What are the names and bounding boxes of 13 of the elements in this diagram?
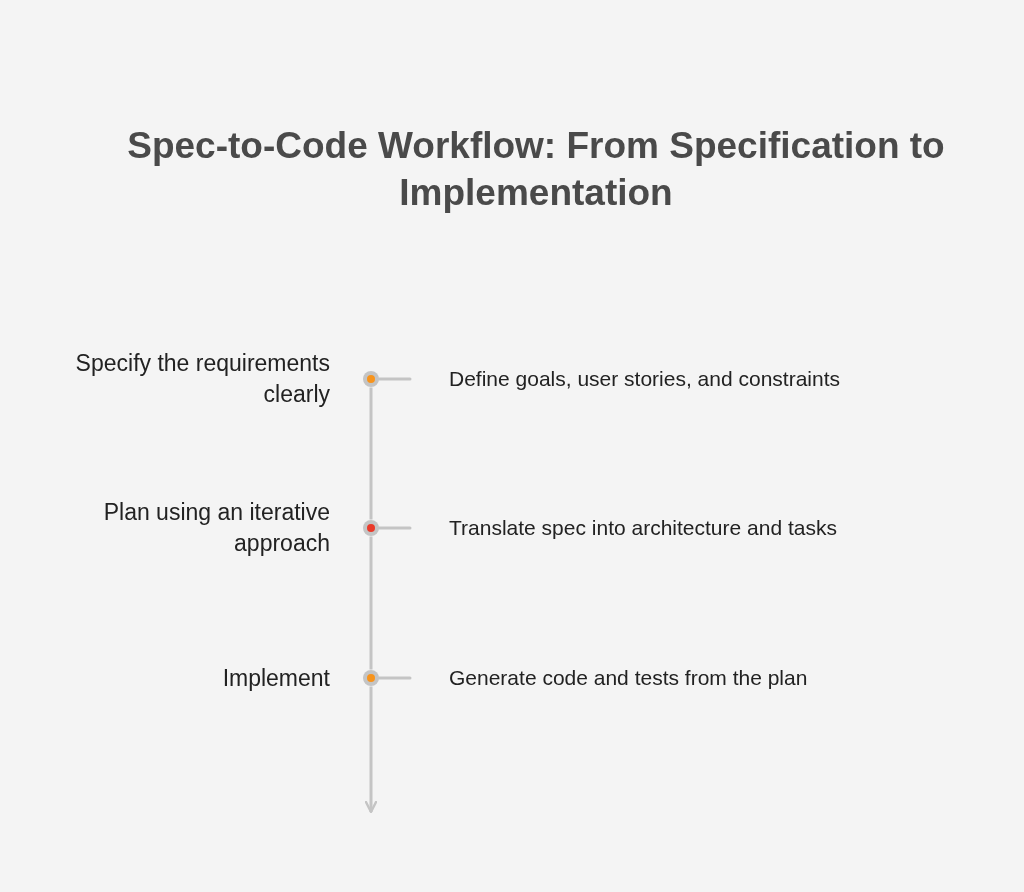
timeline-line (369, 387, 373, 520)
timeline-dot-icon (363, 520, 379, 536)
step-description: Define goals, user stories, and constraints (449, 366, 842, 392)
timeline-arrow (364, 686, 378, 814)
timeline-line (369, 536, 373, 670)
step-description: Translate spec into architecture and tasks (449, 515, 838, 541)
diagram-title: Spec-to-Code Workflow: From Specification to Implementation (126, 124, 946, 215)
step-title: Specify the requirements clearly (74, 349, 330, 409)
step-title: Implement (221, 663, 330, 693)
timeline-dot-icon (363, 670, 379, 686)
step-description: Generate code and tests from the plan (449, 665, 809, 691)
step-title: Plan using an iterative approach (102, 498, 330, 558)
timeline-dot-icon (363, 371, 379, 387)
